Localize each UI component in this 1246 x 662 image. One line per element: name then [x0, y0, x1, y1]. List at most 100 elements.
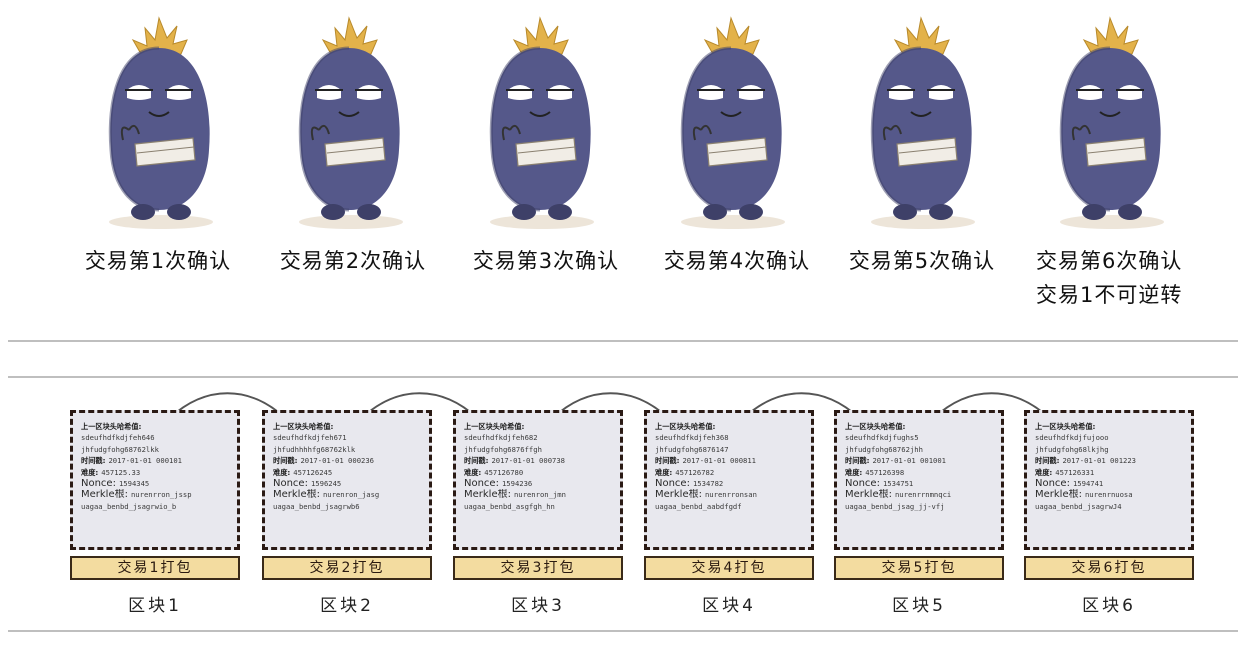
confirmation-caption-2: 交易第2次确认	[253, 244, 453, 278]
merkle-value: nurenrnuosa	[1084, 490, 1133, 500]
nonce-label: Nonce:	[273, 478, 308, 490]
transaction-pack-bar-5: 交易5打包	[834, 556, 1004, 580]
merkle-value-2: uagaa_benbd_jsag_jj-vfj	[845, 501, 945, 511]
block-field-row: 时间戳:2017-01-01 000811	[655, 455, 803, 466]
timestamp-label: 时间戳:	[655, 456, 680, 466]
confirmation-caption-3: 交易第3次确认	[446, 244, 646, 278]
nonce-value: 1596245	[310, 479, 342, 489]
merkle-value-2: uagaa_benbd_jsagrwio_b	[81, 501, 177, 511]
caption-line-irreversible: 交易1不可逆转	[1036, 283, 1183, 307]
chain-link-4-5	[743, 392, 860, 419]
timestamp-label: 时间戳:	[464, 456, 489, 466]
nonce-label: Nonce:	[464, 478, 499, 490]
block-field-row: 时间戳:2017-01-01 000101	[81, 455, 229, 466]
prev-hash-value-2: jhfudgfohg68762jhh	[845, 444, 923, 454]
nonce-value: 1534751	[882, 479, 914, 489]
block-field-row: Nonce:1594236	[464, 478, 612, 489]
block-field-row: jhfudgfohg68762lkk	[81, 444, 229, 455]
transaction-pack-bar-4: 交易4打包	[644, 556, 814, 580]
difficulty-label: 难度:	[464, 467, 482, 477]
block-field-row: uagaa_benbd_jsagrwJ4	[1035, 501, 1183, 512]
mascot-icon	[870, 16, 975, 229]
block-field-row: jhfudgfohg6876147	[655, 444, 803, 455]
difficulty-label: 难度:	[845, 467, 863, 477]
block-field-row: jhfudgfohg6876ffgh	[464, 444, 612, 455]
timestamp-value: 2017-01-01 000101	[108, 456, 183, 466]
divider-top	[8, 340, 1238, 342]
prev-hash-value: sdeufhdfkdjfeh671	[273, 433, 347, 443]
mascot-icon	[489, 16, 594, 229]
block-field-row: Merkle根:nurenrron_jssp	[81, 489, 229, 500]
merkle-value-2: uagaa_benbd_aabdfgdf	[655, 501, 742, 511]
confirmation-caption-5: 交易第5次确认	[822, 244, 1022, 278]
prev-hash-label: 上一区块头哈希值:	[81, 422, 142, 431]
block-field-row: sdeufhdfkdjfeh368	[655, 432, 803, 443]
block-field-row: 时间戳:2017-01-01 000738	[464, 455, 612, 466]
block-field-row: Nonce:1596245	[273, 478, 421, 489]
merkle-value-2: uagaa_benbd_jsagrwJ4	[1035, 501, 1122, 511]
prev-hash-value: sdeufhdfkdjfeh646	[81, 433, 155, 443]
mascot-icon	[1059, 16, 1164, 229]
character-6	[1025, 10, 1195, 230]
chain-link-5-6	[933, 392, 1050, 419]
block-field-row: uagaa_benbd_jsagrwb6	[273, 501, 421, 512]
block-field-row: 时间戳:2017-01-01 000236	[273, 455, 421, 466]
prev-hash-value: sdeufhdfkdjfeh368	[655, 433, 729, 443]
prev-hash-value-2: jhfudgfohg68lkjhg	[1035, 444, 1109, 454]
timestamp-value: 2017-01-01 001001	[872, 456, 947, 466]
transaction-pack-bar-3: 交易3打包	[453, 556, 623, 580]
block-field-row: uagaa_benbd_jsagrwio_b	[81, 501, 229, 512]
block-name-1: 区块1	[128, 596, 182, 616]
merkle-value: nurenrrnmnqci	[894, 490, 952, 500]
caption-line: 交易第6次确认	[1036, 249, 1183, 273]
merkle-label: Merkle根:	[273, 489, 320, 501]
prev-hash-value: sdeufhdfkdjfughs5	[845, 433, 919, 443]
difficulty-label: 难度:	[81, 467, 99, 477]
block-field-row: 时间戳:2017-01-01 001223	[1035, 455, 1183, 466]
confirmation-caption-4: 交易第4次确认	[637, 244, 837, 278]
merkle-value: nurenrron_jssp	[130, 490, 192, 500]
block-field-row: 难度:457126331	[1035, 467, 1183, 478]
character-3	[455, 10, 625, 230]
block-field-row: Nonce:1594345	[81, 478, 229, 489]
mascot-icon	[298, 16, 403, 229]
confirmation-caption-6: 交易第6次确认 交易1不可逆转	[1012, 244, 1236, 312]
prev-hash-value-2: jhfudhhhhfg68762klk	[273, 444, 356, 454]
block-field-row: 难度:457126782	[655, 467, 803, 478]
transaction-pack-bar-1: 交易1打包	[70, 556, 240, 580]
prev-hash-value: sdeufhdfkdjfujooo	[1035, 433, 1109, 443]
timestamp-label: 时间戳:	[273, 456, 298, 466]
prev-hash-value: sdeufhdfkdjfeh682	[464, 433, 538, 443]
block-field-row: uagaa_benbd_jsag_jj-vfj	[845, 501, 993, 512]
block-field-row: sdeufhdfkdjfughs5	[845, 432, 993, 443]
nonce-value: 1594236	[501, 479, 533, 489]
block-field-row: 上一区块头哈希值:	[273, 421, 421, 432]
difficulty-value: 457126782	[675, 467, 715, 477]
divider-mid	[8, 376, 1238, 378]
block-field-row: uagaa_benbd_asgfgh_hn	[464, 501, 612, 512]
prev-hash-label: 上一区块头哈希值:	[464, 422, 525, 431]
block-name-2: 区块2	[320, 596, 374, 616]
block-name-3: 区块3	[511, 596, 565, 616]
chain-link-3-4	[552, 392, 669, 419]
timestamp-value: 2017-01-01 000811	[682, 456, 757, 466]
block-field-row: 时间戳:2017-01-01 001001	[845, 455, 993, 466]
block-field-row: 上一区块头哈希值:	[464, 421, 612, 432]
prev-hash-label: 上一区块头哈希值:	[1035, 422, 1096, 431]
nonce-value: 1594741	[1072, 479, 1104, 489]
block-field-row: Merkle根:nurenrronsan	[655, 489, 803, 500]
nonce-label: Nonce:	[1035, 478, 1070, 490]
difficulty-value: 457125.33	[101, 467, 141, 477]
difficulty-label: 难度:	[273, 467, 291, 477]
merkle-value: nurenrronsan	[704, 490, 757, 500]
difficulty-value: 457126780	[484, 467, 524, 477]
block-field-row: 难度:457125.33	[81, 467, 229, 478]
character-2	[264, 10, 434, 230]
nonce-label: Nonce:	[845, 478, 880, 490]
difficulty-label: 难度:	[655, 467, 673, 477]
block-field-row: 难度:457126245	[273, 467, 421, 478]
